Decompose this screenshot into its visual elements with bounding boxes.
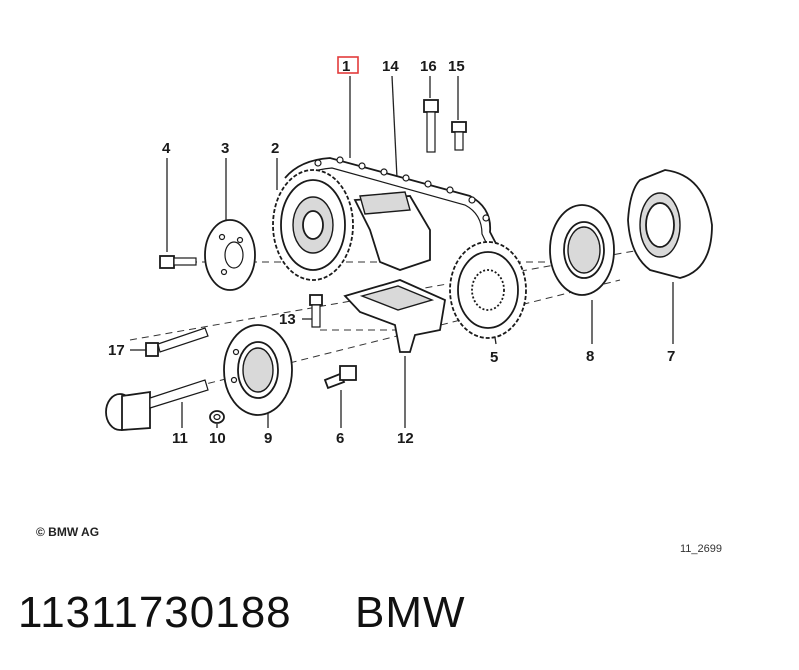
cover-7[interactable] [627, 169, 713, 279]
bolt-4[interactable] [159, 255, 197, 269]
callout-8[interactable]: 8 [586, 348, 594, 365]
callout-1[interactable]: 1 [342, 58, 350, 75]
sprocket-2[interactable] [272, 169, 354, 281]
callout-16[interactable]: 16 [420, 58, 437, 75]
brand-name: BMW [355, 588, 466, 637]
callout-1-highlight-box [337, 56, 359, 74]
chain-links [314, 156, 490, 222]
callout-11[interactable]: 11 [172, 430, 188, 447]
bolt-13[interactable] [309, 294, 323, 328]
callout-17[interactable]: 17 [108, 342, 125, 359]
callout-13[interactable]: 13 [279, 311, 296, 328]
shaft-11[interactable] [105, 379, 209, 431]
sprocket-5[interactable] [449, 241, 527, 339]
copyright-notice: © BMW AG [36, 525, 100, 539]
callout-6[interactable]: 6 [336, 430, 344, 447]
callout-15[interactable]: 15 [448, 58, 465, 75]
guide-rail-12[interactable] [343, 279, 447, 353]
ring-9[interactable] [223, 324, 293, 416]
callout-5[interactable]: 5 [490, 349, 498, 366]
plate-3[interactable] [204, 219, 256, 291]
callout-12[interactable]: 12 [397, 430, 414, 447]
ring-8[interactable] [549, 204, 615, 296]
bolt-15[interactable] [451, 121, 467, 151]
bolt-16[interactable] [423, 99, 439, 153]
callout-9[interactable]: 9 [264, 430, 272, 447]
tensioner-rail-14[interactable] [353, 191, 431, 271]
bolt-17[interactable] [145, 327, 209, 357]
figure-code: 11_2699 [680, 543, 723, 555]
callout-2[interactable]: 2 [271, 140, 279, 157]
stud-6[interactable] [323, 365, 357, 390]
callout-10[interactable]: 10 [209, 430, 226, 447]
callout-14[interactable]: 14 [382, 58, 399, 75]
callout-7[interactable]: 7 [667, 348, 675, 365]
callout-4[interactable]: 4 [162, 140, 171, 157]
nut-10[interactable] [209, 410, 225, 424]
part-number: 11311730188 [18, 588, 292, 637]
callout-3[interactable]: 3 [221, 140, 229, 157]
